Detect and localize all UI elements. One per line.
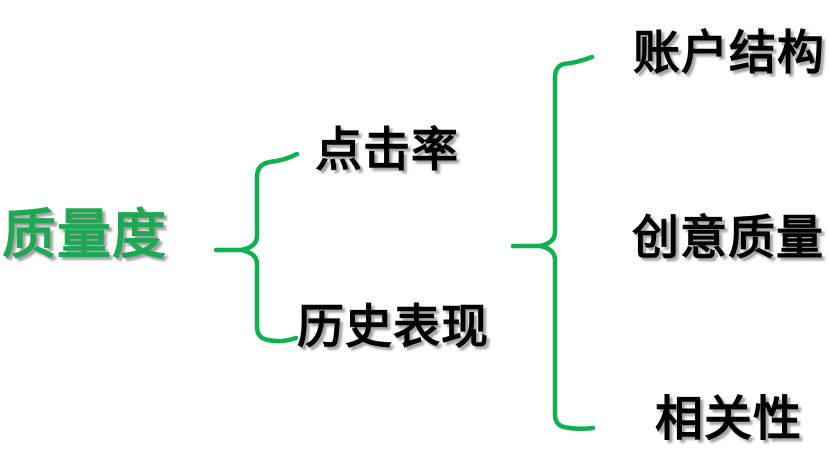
mid-node-history-performance: 历史表现 xyxy=(297,300,489,353)
leaf-node-relevance: 相关性 xyxy=(655,393,803,446)
mid-brace xyxy=(238,151,300,344)
leaf-node-account-structure: 账户结构 xyxy=(633,26,825,79)
leaf-brace xyxy=(537,54,596,432)
leaf-node-creative-quality: 创意质量 xyxy=(632,211,824,264)
root-node-quality-score: 质量度 xyxy=(2,205,167,265)
mid-node-click-rate: 点击率 xyxy=(315,123,459,176)
